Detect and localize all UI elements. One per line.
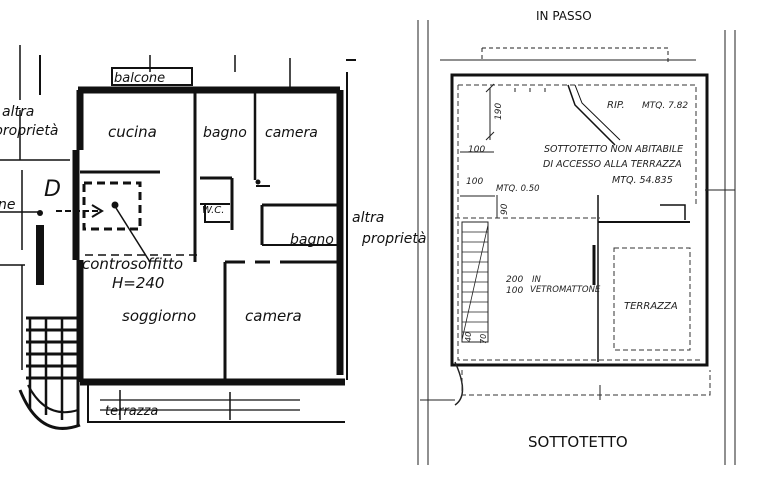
bath-top-label: bagno <box>203 125 247 141</box>
bedroom-top-label: camera <box>265 125 318 141</box>
entry-marker: D <box>44 177 61 202</box>
right-floor-plan: IN PASSO RIP. MTQ. 7.82 SOTTOTETTO NON A… <box>417 9 736 465</box>
neighbor-right-line1: altra <box>352 210 384 226</box>
rip-area-label: MTQ. 7.82 <box>642 101 688 111</box>
wc-label: W.C. <box>202 205 224 216</box>
terrace-label: terrazza <box>105 404 158 419</box>
attic-description-line2: DI ACCESSO ALLA TERRAZZA <box>543 159 682 170</box>
neighbor-left-line1: altra <box>2 104 34 120</box>
bath-mid-label: bagno <box>290 232 334 248</box>
staircase-left <box>18 316 82 430</box>
terrace-opening <box>613 247 691 351</box>
floor-title: SOTTOTETTO <box>528 433 628 451</box>
dimension-100-a: 100 <box>468 145 485 155</box>
terrace-label-right: TERRAZZA <box>624 301 678 312</box>
dimension-100-c: 100 <box>506 286 523 296</box>
attic-outer-walls <box>450 73 709 367</box>
kitchen-label: cucina <box>108 123 157 141</box>
living-room-label: soggiorno <box>122 307 196 325</box>
bedroom-bottom-label: camera <box>245 307 302 325</box>
false-ceiling-outline <box>82 181 142 231</box>
dimension-190: 190 <box>494 103 504 120</box>
dimension-40: 40 <box>464 332 473 342</box>
false-ceiling-height-label: H=240 <box>112 274 164 292</box>
outer-walls <box>72 86 345 386</box>
dimension-70: 70 <box>479 334 488 344</box>
staircase-right <box>461 221 489 343</box>
balcony-label: balcone <box>114 71 165 86</box>
terrace-outline <box>87 382 345 423</box>
dimension-200: 200 <box>506 275 523 285</box>
neighbor-left-line2: proprietà <box>0 123 58 139</box>
rip-label: RIP. <box>607 100 625 111</box>
glass-block-line2: VETROMATTONE <box>530 285 601 295</box>
top-fragment-label: IN PASSO <box>536 9 592 23</box>
attic-description-line1: SOTTOTETTO NON ABITABILE <box>544 144 683 155</box>
attic-area-label: MTQ. 54.835 <box>612 175 673 186</box>
small-area-label: MTQ. 0.50 <box>496 184 540 194</box>
dimension-90: 90 <box>500 203 510 215</box>
neighbor-right-line2: proprietà <box>361 231 426 247</box>
entry-fragment-label: ne <box>0 197 16 213</box>
false-ceiling-label: controsoffitto <box>82 255 183 273</box>
glass-block-line1: IN <box>532 275 542 285</box>
balcony-outline <box>111 67 193 86</box>
left-floor-plan: balcone cucina bagno camera bagno contro… <box>0 45 426 430</box>
dimension-100-b: 100 <box>466 177 483 187</box>
